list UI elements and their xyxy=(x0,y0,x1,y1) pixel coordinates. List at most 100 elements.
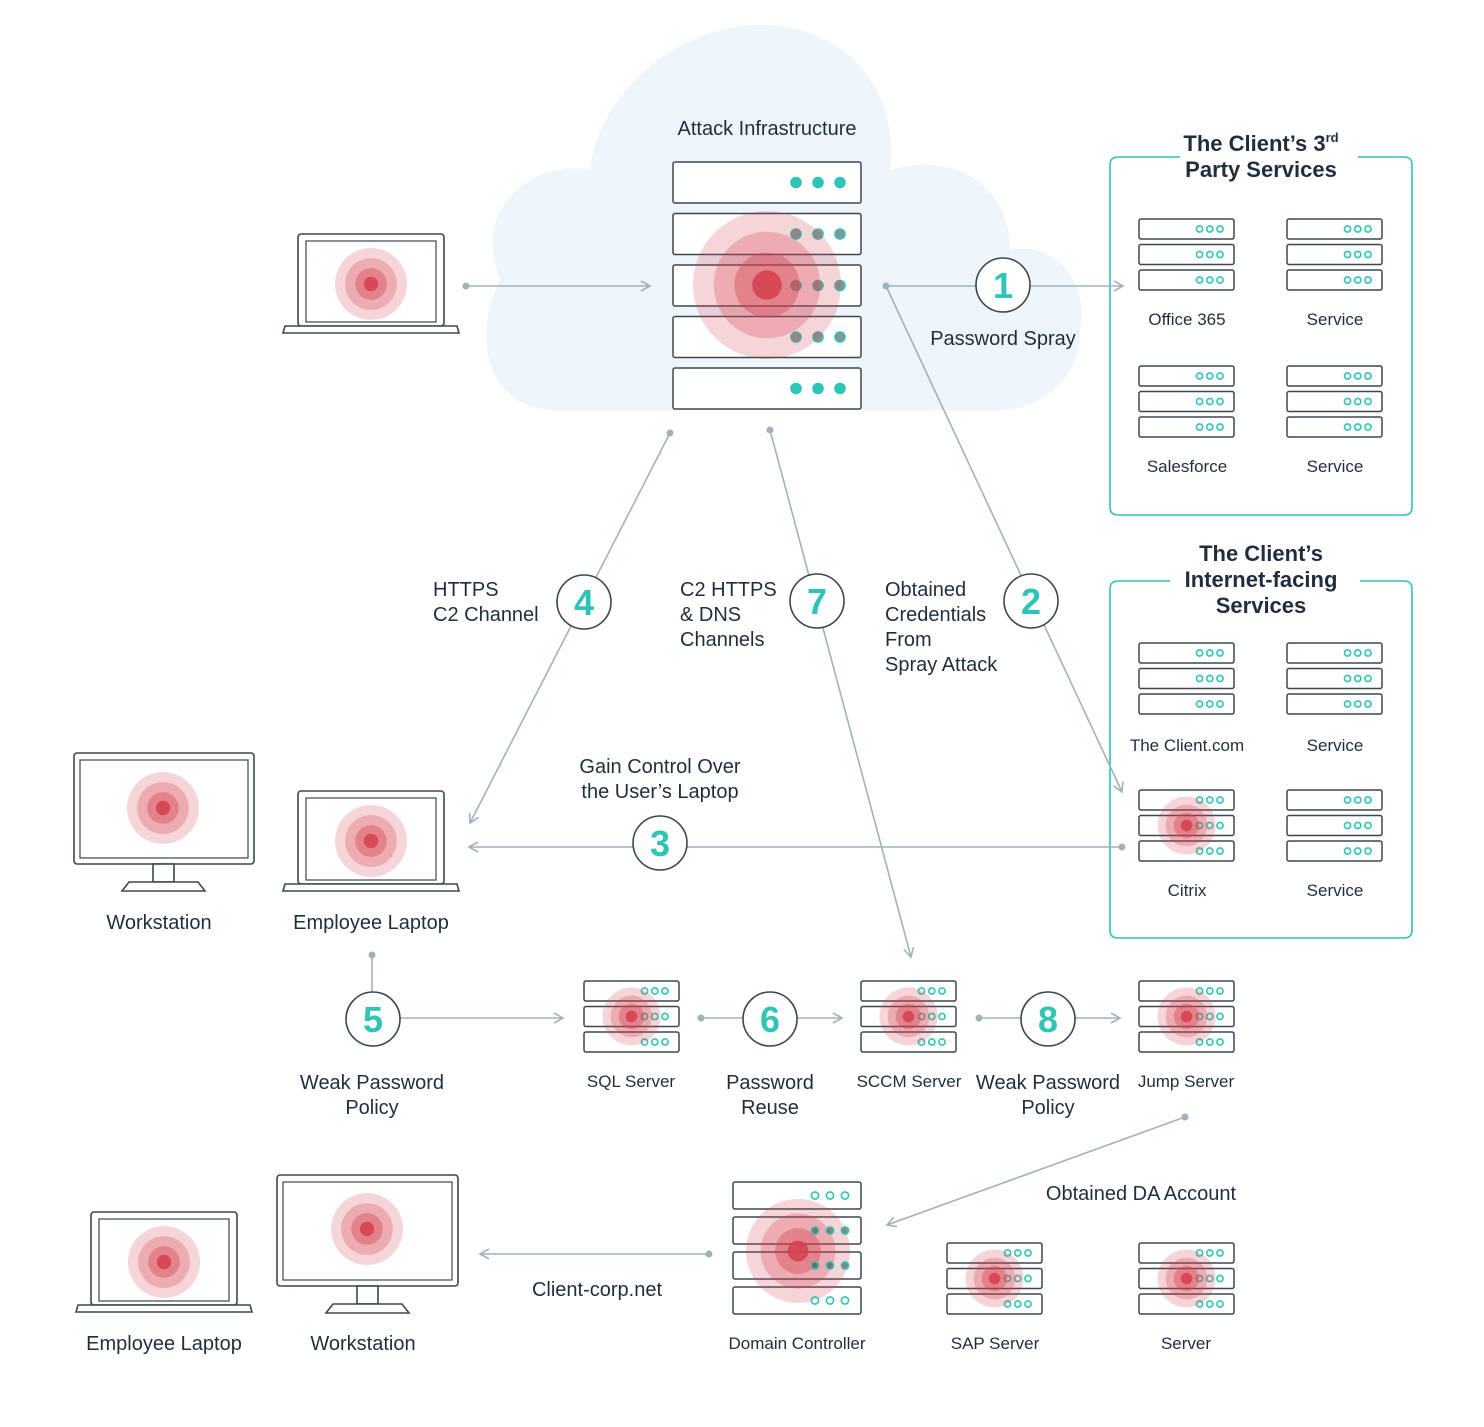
svg-text:C2 HTTPS: C2 HTTPS xyxy=(680,579,777,601)
step-2-label: Obtained Credentials From Spray Attack xyxy=(885,579,998,676)
server-stack-icon xyxy=(946,1242,1043,1315)
step-4-label: HTTPS C2 Channel xyxy=(433,579,539,626)
c2-dns-line xyxy=(769,429,915,959)
step-1-label: Password Spray xyxy=(930,328,1076,350)
step-4-badge: 4 xyxy=(556,574,612,630)
step-badges: 1 2 3 4 5 6 7 8 xyxy=(345,257,1076,1047)
third-party-title-line2: Party Services xyxy=(1185,157,1337,182)
attacker-laptop xyxy=(281,233,461,334)
svg-text:3: 3 xyxy=(650,823,670,864)
svg-text:HTTPS: HTTPS xyxy=(433,579,499,601)
third-party-title-line1: The Client’s 3rd xyxy=(1183,130,1338,156)
server-stack-icon xyxy=(1286,218,1383,291)
workstation-top-label: Workstation xyxy=(106,912,211,934)
step-7-badge: 7 xyxy=(789,573,845,629)
step-2-badge: 2 xyxy=(1003,573,1059,629)
svg-text:6: 6 xyxy=(760,999,780,1040)
svg-text:Credentials: Credentials xyxy=(885,604,986,626)
target-icon xyxy=(1157,796,1216,855)
internet-title-line3: Services xyxy=(1216,593,1307,618)
target-icon xyxy=(965,1249,1024,1308)
target-icon xyxy=(602,987,661,1046)
target-icon xyxy=(128,1226,200,1298)
service-client-com-label: The Client.com xyxy=(1130,736,1244,755)
server-stack-icon xyxy=(1286,642,1383,715)
server-stack-icon xyxy=(1286,789,1383,862)
server-stack-icon xyxy=(860,980,957,1053)
sccm-server-label: SCCM Server xyxy=(857,1072,962,1091)
server-label: Server xyxy=(1161,1334,1211,1353)
service-office365-label: Office 365 xyxy=(1148,310,1225,329)
internet-title-line2: Internet-facing xyxy=(1185,567,1338,592)
workstation-top xyxy=(73,752,255,892)
sap-server-label: SAP Server xyxy=(951,1334,1040,1353)
employee-laptop-top xyxy=(281,790,461,892)
cloud-title: Attack Infrastructure xyxy=(678,118,857,140)
svg-text:Channels: Channels xyxy=(680,629,765,651)
svg-text:4: 4 xyxy=(574,582,594,623)
step-5-label: Weak Password Policy xyxy=(300,1072,444,1119)
target-icon xyxy=(693,211,841,359)
service-a-label: Service xyxy=(1307,310,1364,329)
svg-text:Weak Password: Weak Password xyxy=(300,1072,444,1094)
target-icon xyxy=(335,805,407,877)
da-account-line xyxy=(885,1116,1186,1228)
svg-text:8: 8 xyxy=(1038,999,1058,1040)
svg-text:& DNS: & DNS xyxy=(680,604,741,626)
svg-text:the User’s Laptop: the User’s Laptop xyxy=(581,781,738,803)
server-stack-icon xyxy=(1286,365,1383,438)
svg-text:Spray Attack: Spray Attack xyxy=(885,654,998,676)
credentials-line xyxy=(885,285,1124,794)
svg-text:Policy: Policy xyxy=(345,1097,398,1119)
server-stack-icon xyxy=(1138,789,1235,862)
step-8-badge: 8 xyxy=(1020,991,1076,1047)
workstation-bottom-label: Workstation xyxy=(310,1333,415,1355)
jump-server-label: Jump Server xyxy=(1138,1072,1235,1091)
employee-laptop-top-label: Employee Laptop xyxy=(293,912,449,934)
service-b-label: Service xyxy=(1307,457,1364,476)
service-d-label: Service xyxy=(1307,881,1364,900)
svg-text:5: 5 xyxy=(363,999,383,1040)
svg-text:From: From xyxy=(885,629,932,651)
server-stack-icon xyxy=(1138,980,1235,1053)
domain-controller-server xyxy=(732,1181,862,1315)
svg-text:Reuse: Reuse xyxy=(741,1097,799,1119)
svg-text:C2 Channel: C2 Channel xyxy=(433,604,539,626)
target-icon xyxy=(331,1193,403,1265)
svg-text:Gain Control Over: Gain Control Over xyxy=(579,756,741,778)
server-stack-icon xyxy=(1138,218,1235,291)
target-icon xyxy=(746,1199,850,1303)
svg-text:Policy: Policy xyxy=(1021,1097,1074,1119)
server-stacks xyxy=(583,218,1383,1315)
connector-dots xyxy=(368,282,1189,1258)
https-c2-line xyxy=(468,432,671,825)
attack-infrastructure-server xyxy=(672,161,862,410)
server-stack-icon xyxy=(1138,642,1235,715)
internet-title-line1: The Client’s xyxy=(1199,541,1323,566)
connectors xyxy=(371,280,1186,1260)
step-5-badge: 5 xyxy=(345,991,401,1047)
svg-text:1: 1 xyxy=(993,265,1013,306)
service-c-label: Service xyxy=(1307,736,1364,755)
target-icon xyxy=(127,772,199,844)
svg-text:7: 7 xyxy=(807,581,827,622)
sql-server-label: SQL Server xyxy=(587,1072,676,1091)
domain-controller-label: Domain Controller xyxy=(729,1334,866,1353)
da-account-note: Obtained DA Account xyxy=(1046,1183,1237,1205)
server-stack-icon xyxy=(583,980,680,1053)
step-7-label: C2 HTTPS & DNS Channels xyxy=(680,579,777,651)
svg-text:Weak Password: Weak Password xyxy=(976,1072,1120,1094)
step-8-label: Weak Password Policy xyxy=(976,1072,1120,1119)
target-icon xyxy=(1157,987,1216,1046)
service-salesforce-label: Salesforce xyxy=(1147,457,1227,476)
client-corp-note: Client-corp.net xyxy=(532,1279,663,1301)
svg-text:2: 2 xyxy=(1021,581,1041,622)
third-party-services-group: The Client’s 3rd Party Services xyxy=(1109,130,1413,516)
target-icon xyxy=(335,248,407,320)
step-1-badge: 1 xyxy=(975,257,1031,313)
employee-laptop-bottom-label: Employee Laptop xyxy=(86,1333,242,1355)
step-3-label: Gain Control Over the User’s Laptop xyxy=(579,756,741,803)
employee-laptop-bottom xyxy=(74,1211,254,1313)
workstation-bottom xyxy=(276,1174,459,1314)
